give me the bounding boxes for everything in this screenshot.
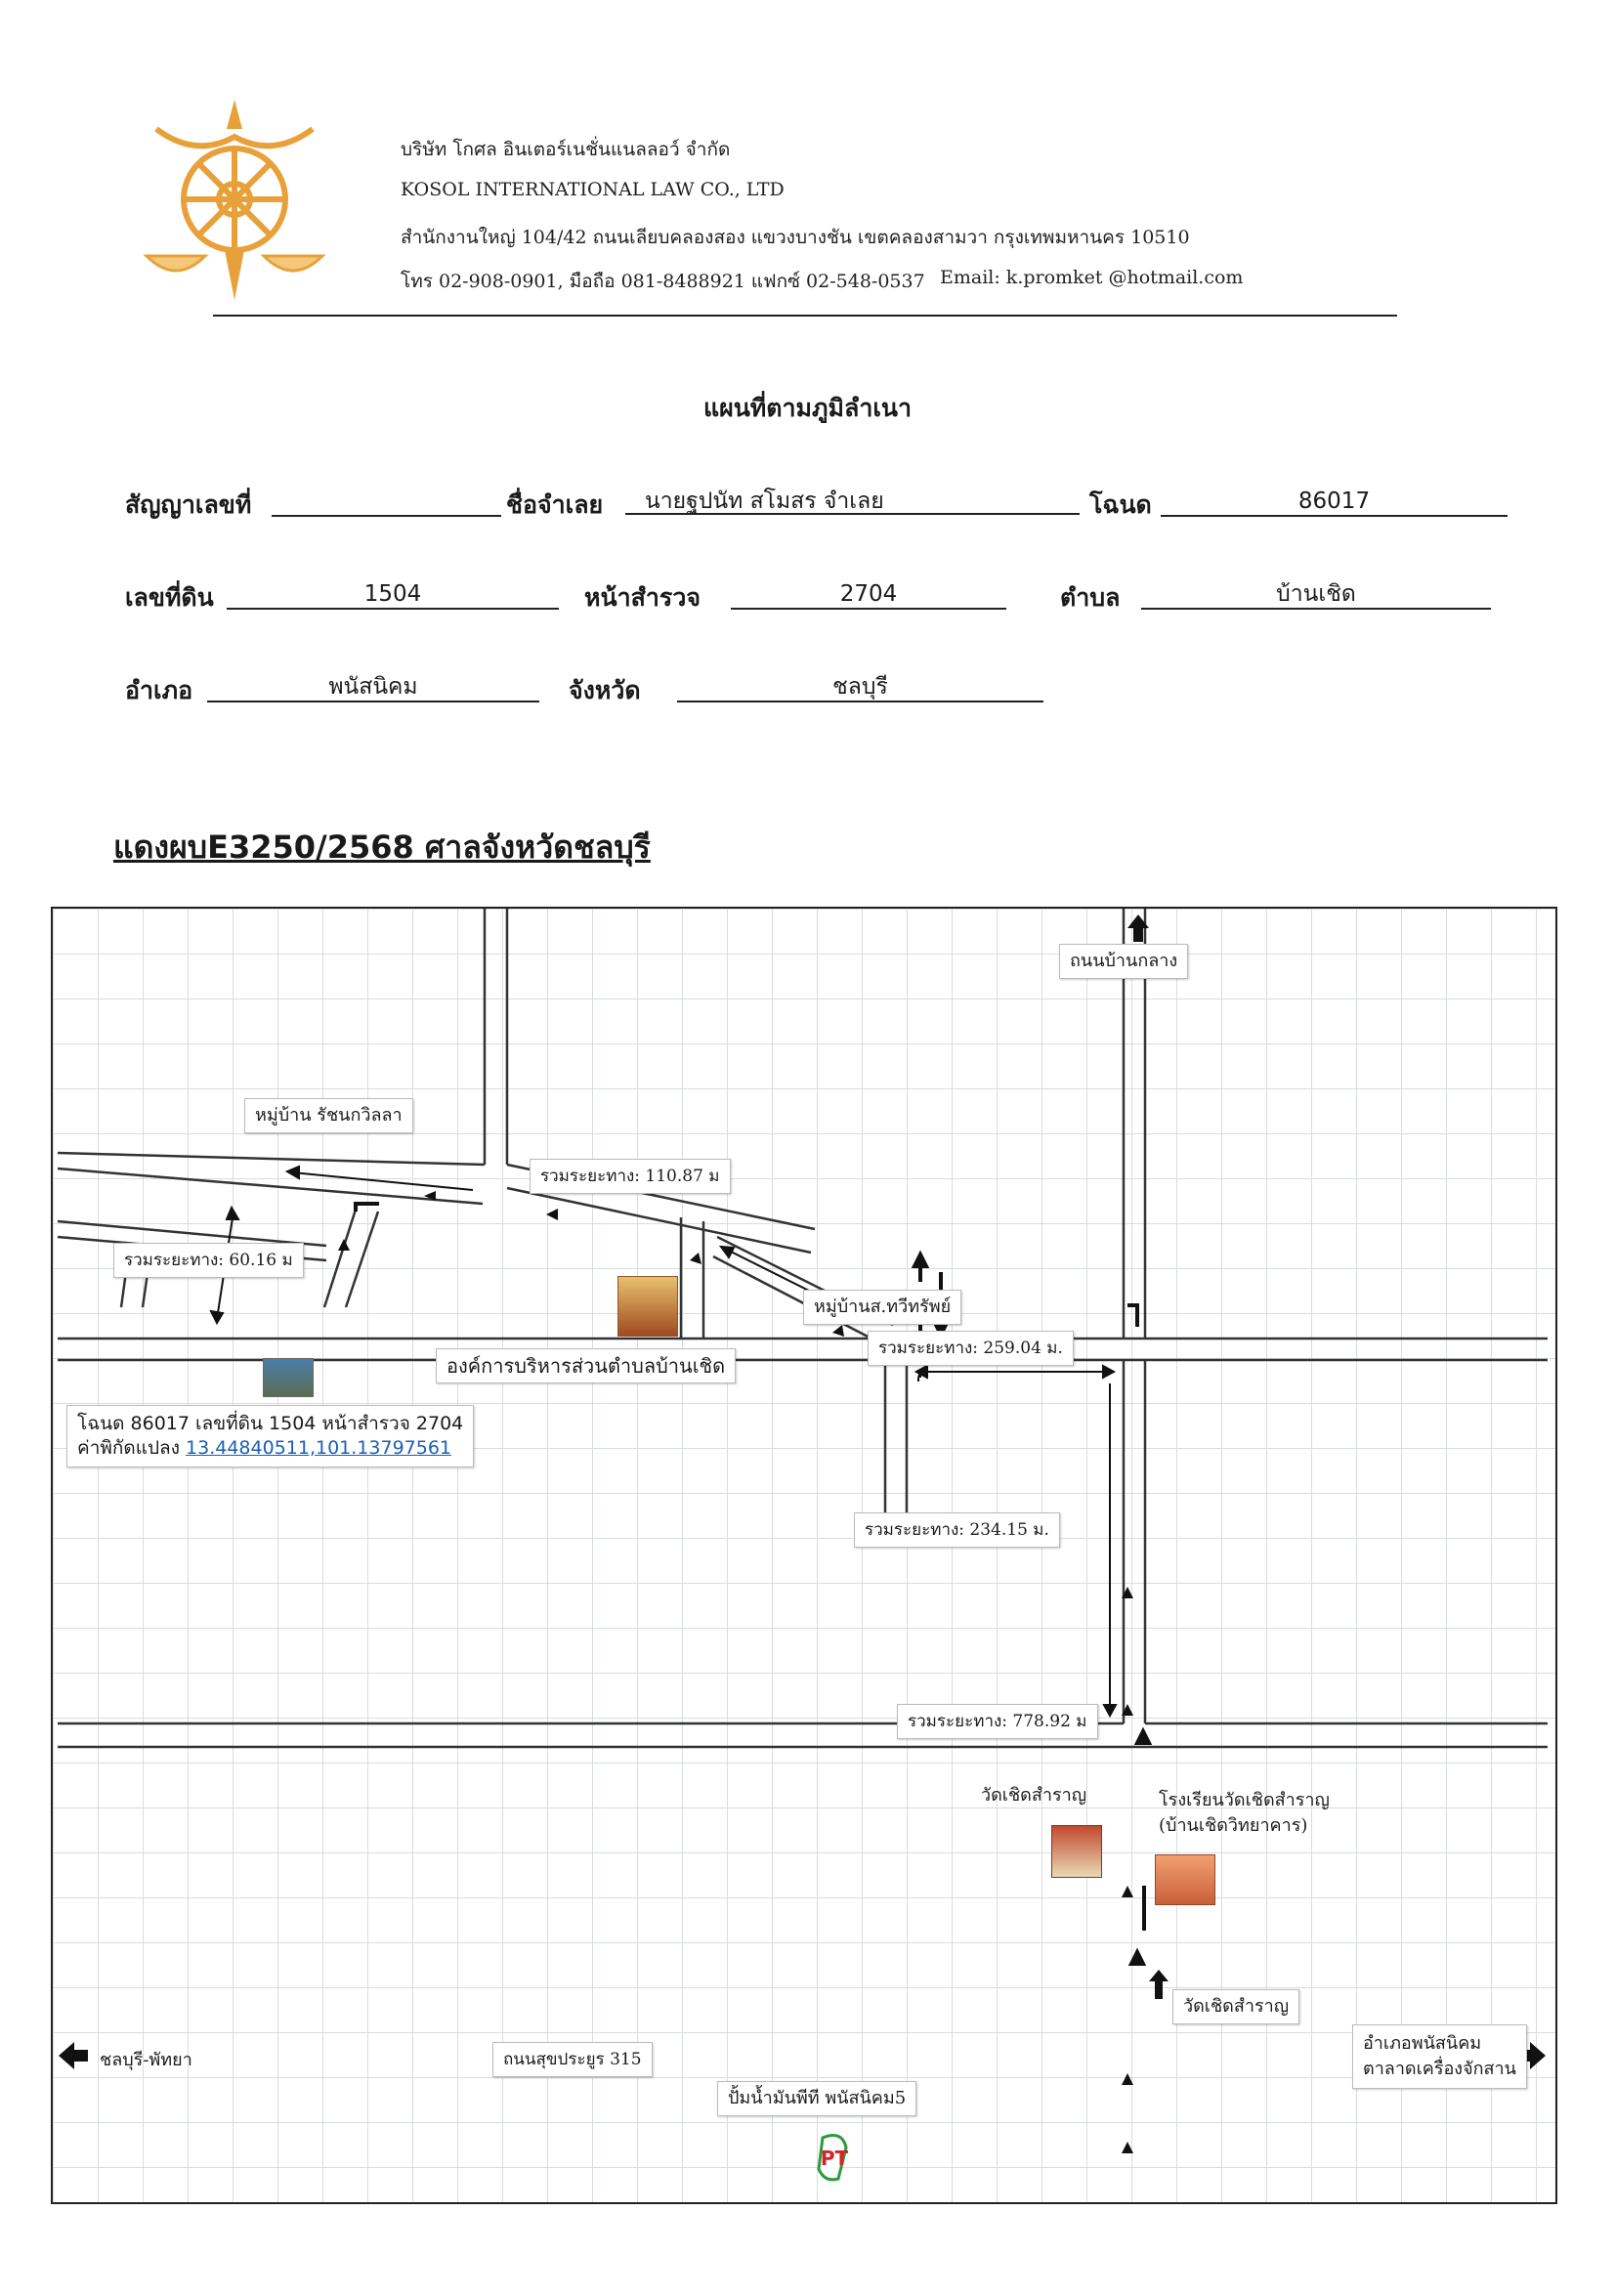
east-market: ตาลาดเครื่องจักสาน [1363, 2059, 1516, 2079]
company-email: Email: k.promket @hotmail.com [940, 267, 1244, 288]
distance-110-label: รวมระยะทาง: 110.87 ม [530, 1159, 731, 1194]
defendant-label: ชื่อจำเลย [506, 490, 604, 519]
land-no-value: 1504 [227, 578, 559, 610]
west-direction-label: ชลบุรี-พัทยา [100, 2050, 192, 2070]
pt-logo-text: PT [821, 2147, 849, 2170]
school-label: โรงเรียนวัดเชิดสำราญ (บ้านเชิดวิทยาคาร) [1159, 1788, 1330, 1839]
plot-coord-line: ค่าพิกัดแปลง 13.44840511,101.13797561 [77, 1436, 463, 1461]
survey-value: 2704 [731, 578, 1006, 610]
plot-photo-icon [263, 1358, 314, 1397]
distance-259-label: รวมระยะทาง: 259.04 ม. [868, 1331, 1074, 1366]
sao-label: องค์การบริหารส่วนตำบลบ้านเชิด [436, 1348, 737, 1383]
distance-778-label: รวมระยะทาง: 778.92 ม [897, 1704, 1098, 1739]
company-name-english: KOSOL INTERNATIONAL LAW CO., LTD [401, 179, 785, 200]
land-no-label: เลขที่ดิน [125, 583, 214, 612]
gas-station-label: ปั้มน้ำมันพีที พนัสนิคม5 [717, 2081, 917, 2116]
east-district: อำเภอพนัสนิคม [1363, 2033, 1482, 2054]
contract-value [272, 486, 501, 517]
deed-label: โฉนด [1089, 490, 1152, 519]
east-direction-label: อำเภอพนัสนิคม ตาลาดเครื่องจักสาน [1352, 2024, 1527, 2089]
pt-logo-icon: PT [813, 2132, 856, 2183]
location-map: PT ถนนบ้านกลาง หมู่บ้าน รัชนกวิลลา รวมระ… [51, 907, 1557, 2204]
plot-coordinates-link[interactable]: 13.44840511,101.13797561 [186, 1437, 452, 1459]
survey-label: หน้าสำรวจ [584, 583, 701, 612]
contract-label: สัญญาเลขที่ [125, 490, 252, 519]
road-north-label: ถนนบ้านกลาง [1059, 944, 1189, 979]
header-divider [213, 315, 1397, 317]
company-phone: โทร 02-908-0901, มือถือ 081-8488921 แฟกซ… [401, 271, 925, 292]
deed-value: 86017 [1161, 486, 1508, 517]
village-ratchana-label: หมู่บ้าน รัชนกวิลลา [244, 1098, 413, 1133]
district-label: อำเภอ [125, 676, 193, 704]
company-address: สำนักงานใหญ่ 104/42 ถนนเลียบคลองสอง แขวง… [401, 227, 1190, 248]
village-sathawee-label: หมู่บ้านส.ทวีทรัพย์ [803, 1290, 962, 1325]
temple-label: วัดเชิดสำราญ [981, 1785, 1087, 1806]
plot-coord-label: ค่าพิกัดแปลง [77, 1437, 180, 1459]
subdistrict-label: ตำบล [1060, 583, 1121, 612]
plot-deed-line: โฉนด 86017 เลขที่ดิน 1504 หน้าสำรวจ 2704 [77, 1413, 464, 1434]
company-logo [137, 90, 332, 305]
company-name-thai: บริษัท โกศล อินเตอร์เนชั่นแนลลอว์ จำกัด [401, 139, 731, 160]
plot-info-box: โฉนด 86017 เลขที่ดิน 1504 หน้าสำรวจ 2704… [66, 1405, 475, 1467]
distance-60-label: รวมระยะทาง: 60.16 ม [113, 1243, 304, 1278]
school-subname: (บ้านเชิดวิทยาคาร) [1159, 1815, 1308, 1836]
distance-234-label: รวมระยะทาง: 234.15 ม. [854, 1512, 1060, 1548]
case-reference: แดงผบE3250/2568 ศาลจังหวัดชลบุรี [113, 829, 651, 866]
school-name: โรงเรียนวัดเชิดสำราญ [1159, 1790, 1330, 1810]
district-value: พนัสนิคม [207, 671, 539, 702]
subdistrict-value: บ้านเชิด [1141, 578, 1491, 610]
school-icon [1155, 1854, 1215, 1905]
temple-sign-label: วัดเชิดสำราญ [1172, 1989, 1300, 2024]
province-label: จังหวัด [569, 676, 641, 704]
page-title: แผนที่ตามภูมิลำเนา [702, 394, 913, 422]
sao-building-icon [617, 1276, 678, 1337]
highway-label: ถนนสุขประยูร 315 [492, 2042, 653, 2077]
defendant-value: นายฐปนัท สโมสร จำเลย [625, 486, 1080, 515]
temple-icon [1051, 1825, 1102, 1878]
province-value: ชลบุรี [677, 671, 1043, 702]
